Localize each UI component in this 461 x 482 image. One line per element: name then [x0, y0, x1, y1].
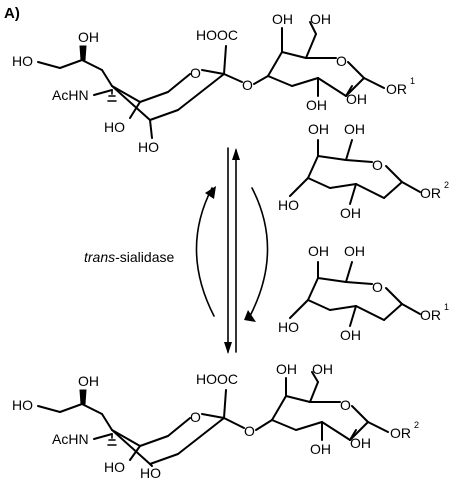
- oh-label: OH: [310, 441, 331, 457]
- or-label: OR: [420, 185, 441, 201]
- oh-label: OH: [78, 373, 99, 389]
- oh-label: OH: [340, 205, 361, 221]
- oh-label: OH: [78, 29, 99, 45]
- ho-label: HO: [138, 139, 159, 155]
- hashed-bond: [107, 89, 117, 102]
- galactoside-r1: O OH OH HO OH OR 1: [278, 243, 449, 343]
- ho-label: HO: [104, 119, 125, 135]
- oh-label: OH: [344, 243, 365, 259]
- oh-label: OH: [276, 361, 297, 377]
- arrowhead-down-icon: [224, 342, 232, 354]
- curved-arrowhead-icon: [205, 186, 216, 199]
- oh-label: OH: [272, 11, 293, 27]
- enzyme-italic: trans: [84, 249, 115, 265]
- arrowhead-up-icon: [232, 148, 240, 160]
- or-label: OR: [420, 307, 441, 323]
- r1-superscript: 1: [444, 302, 449, 312]
- panel-label: A): [4, 5, 20, 22]
- glycosidic-o-label: O: [244, 423, 255, 439]
- oh-label: OH: [312, 361, 333, 377]
- oh-label: OH: [308, 243, 329, 259]
- ring-o-label: O: [372, 279, 383, 295]
- oh-label: OH: [306, 97, 327, 113]
- achn-label: AcHN: [52, 431, 89, 447]
- top-sialoside: OH HO AcHN O HO HO HOOC O: [12, 11, 415, 155]
- or-label: OR: [390, 425, 411, 441]
- cooh-label: HOOC: [196, 27, 238, 43]
- oh-label: OH: [308, 121, 329, 137]
- stereo-wedge: [79, 45, 87, 61]
- ring-o-label: O: [336, 53, 347, 69]
- ring-o-label: O: [190, 65, 201, 81]
- bottom-sialoside: OH HO AcHN O HO HO HOOC O: [12, 361, 419, 481]
- ring-o-label: O: [340, 397, 351, 413]
- ho-label: HO: [104, 459, 125, 475]
- ring-o-label: O: [190, 409, 201, 425]
- cooh-label: HOOC: [196, 371, 238, 387]
- achn-label: AcHN: [52, 87, 89, 103]
- ring-o-label: O: [372, 157, 383, 173]
- ho-label: HO: [12, 53, 33, 69]
- hashed-bond: [107, 433, 117, 446]
- oh-label: OH: [344, 121, 365, 137]
- ho-label: HO: [12, 397, 33, 413]
- or-label: OR: [386, 81, 407, 97]
- glycosidic-o-label: O: [242, 77, 253, 93]
- oh-label: OH: [340, 327, 361, 343]
- ho-label: HO: [278, 197, 299, 213]
- galactoside-r2: O OH OH HO OH OR 2: [278, 121, 449, 221]
- ho-label: HO: [278, 319, 299, 335]
- ho-label: HO: [140, 465, 161, 481]
- stereo-wedge: [79, 389, 87, 405]
- oh-label: OH: [350, 435, 371, 451]
- curved-arrowhead-icon: [244, 310, 256, 322]
- enzyme-rest: -sialidase: [115, 249, 174, 265]
- r2-superscript: 2: [414, 420, 419, 430]
- equilibrium-arrows: [195, 147, 269, 354]
- oh-label: OH: [346, 91, 367, 107]
- oh-label: OH: [310, 11, 331, 27]
- r2-superscript: 2: [444, 180, 449, 190]
- enzyme-label: trans-sialidase: [84, 249, 174, 265]
- r1-superscript: 1: [410, 76, 415, 86]
- curved-arrow-left: [195, 187, 215, 317]
- curved-arrow-right: [249, 187, 269, 317]
